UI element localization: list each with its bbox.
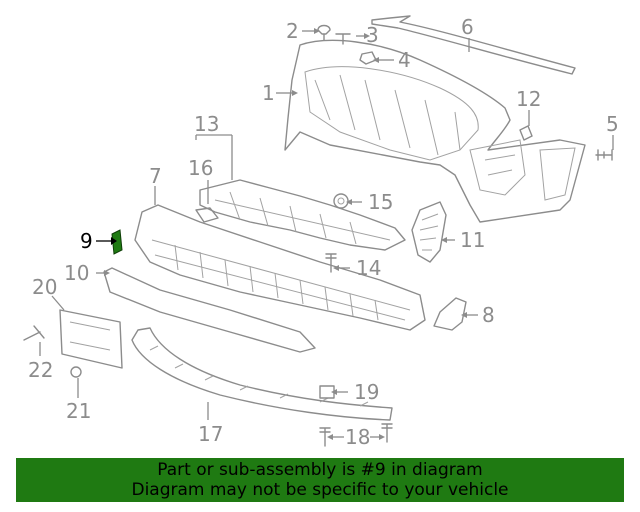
callout-labels: 2 3 4 1 6 12 5 13 16 7 15 9 11 10 14 20 … xyxy=(28,15,619,449)
callout-12: 12 xyxy=(516,87,541,111)
part-4-nut xyxy=(359,51,377,65)
part-19-clip xyxy=(319,385,335,399)
part-12-bracket xyxy=(519,125,533,141)
callout-11: 11 xyxy=(460,228,485,252)
callout-6: 6 xyxy=(461,15,474,39)
callout-20: 20 xyxy=(32,275,57,299)
callout-9: 9 xyxy=(80,229,93,253)
callout-8: 8 xyxy=(482,303,495,327)
callout-13: 13 xyxy=(194,112,219,136)
part-15-grommet xyxy=(333,193,349,209)
part-8-bracket xyxy=(433,297,467,331)
callout-21: 21 xyxy=(66,399,91,423)
callout-18: 18 xyxy=(345,425,370,449)
callout-3: 3 xyxy=(366,23,379,47)
part-20-license-plate-bracket xyxy=(59,309,123,369)
callout-5: 5 xyxy=(606,112,619,136)
callout-16: 16 xyxy=(188,156,213,180)
part-2-clip xyxy=(317,24,331,41)
part-22-push-pin xyxy=(23,325,45,341)
callout-10: 10 xyxy=(64,261,89,285)
part-17-air-dam xyxy=(131,327,393,421)
info-banner: Part or sub-assembly is #9 in diagram Di… xyxy=(16,458,624,502)
part-7-lower-grille xyxy=(134,204,426,331)
banner-line-1: Part or sub-assembly is #9 in diagram xyxy=(157,460,483,480)
part-21-screw xyxy=(70,366,82,378)
leader-lines xyxy=(39,30,614,438)
part-14-bolt xyxy=(325,253,337,273)
callout-14: 14 xyxy=(356,256,381,280)
banner-line-2: Diagram may not be specific to your vehi… xyxy=(131,480,509,500)
callout-22: 22 xyxy=(28,358,53,382)
callout-17: 17 xyxy=(198,422,223,446)
callout-2: 2 xyxy=(286,19,299,43)
callout-15: 15 xyxy=(368,190,393,214)
part-3-push-pin xyxy=(335,33,351,45)
part-13-deflector xyxy=(195,179,406,251)
part-1-bumper-fascia xyxy=(284,39,586,223)
callout-19: 19 xyxy=(354,380,379,404)
callout-1: 1 xyxy=(262,81,275,105)
part-9-highlighted-bracket xyxy=(111,229,123,255)
part-5-bolt xyxy=(595,149,613,161)
part-10-lower-strip xyxy=(103,267,316,353)
callout-7: 7 xyxy=(149,164,162,188)
part-11-grille-insert xyxy=(411,201,447,263)
part-18-bolts xyxy=(319,423,393,447)
callout-4: 4 xyxy=(398,48,411,72)
arrowheads xyxy=(104,28,467,440)
part-6-molding xyxy=(371,15,576,75)
